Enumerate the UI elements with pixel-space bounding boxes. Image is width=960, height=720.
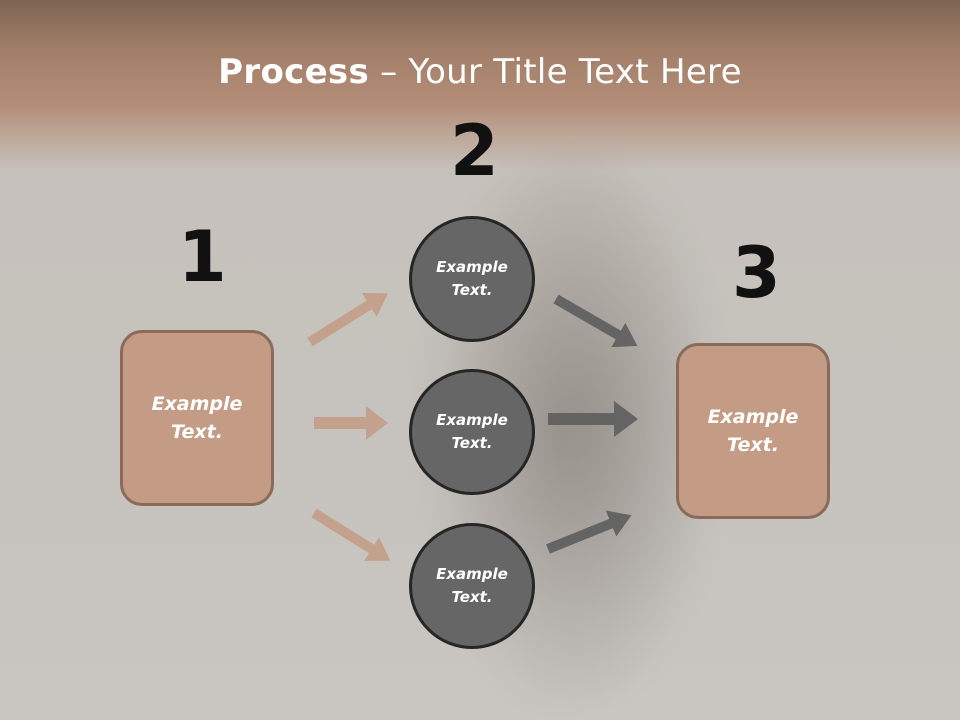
title-bold: Process [218,52,370,92]
arrow-to-top-circle [307,293,389,347]
arrow-from-bottom-circle [546,510,632,554]
circle-bottom: Example Text. [409,523,535,649]
title-rest: – Your Title Text Here [369,52,742,92]
title-band [0,0,960,170]
slide-title: Process – Your Title Text Here [0,52,960,92]
arrow-from-middle-circle [548,401,638,437]
step-number-3: 3 [732,232,781,314]
arrow-to-bottom-circle [311,508,391,561]
arrow-to-middle-circle [314,406,388,440]
circle-top: Example Text. [409,216,535,342]
step-number-2: 2 [450,110,499,192]
circle-middle: Example Text. [409,369,535,495]
right-box: Example Text. [676,343,830,519]
step-number-1: 1 [178,216,227,298]
arrow-from-top-circle [553,294,638,348]
left-box: Example Text. [120,330,274,506]
